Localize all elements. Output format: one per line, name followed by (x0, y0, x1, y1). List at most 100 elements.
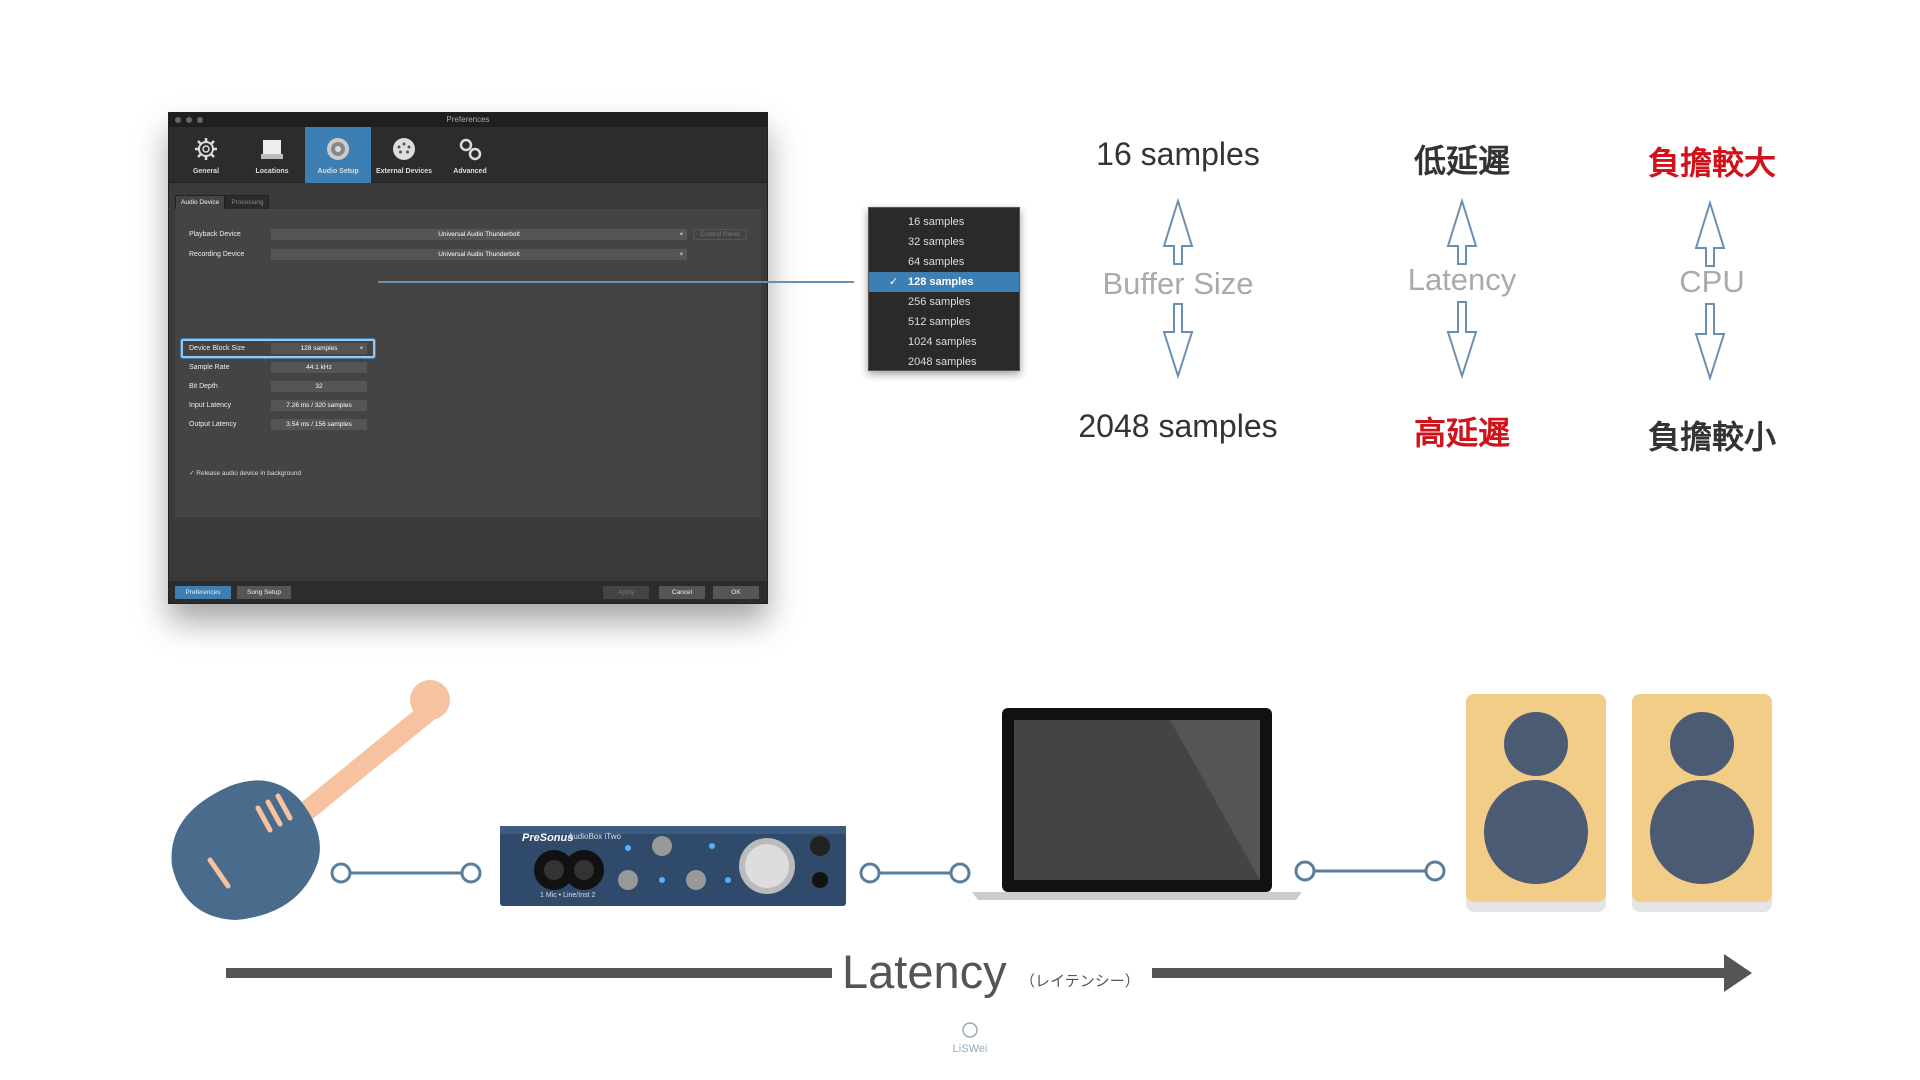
recording-row: Recording Device Universal Audio Thunder… (189, 249, 687, 260)
recording-label: Recording Device (189, 251, 245, 258)
output-latency-label: Output Latency (189, 421, 237, 428)
dropdown-item-selected[interactable]: ✓128 samples (869, 272, 1019, 292)
chevron-down-icon: ▾ (679, 231, 683, 238)
dropdown-item-label: 16 samples (908, 216, 965, 228)
laptop-icon (972, 708, 1302, 900)
dropdown-item[interactable]: 2048 samples (869, 352, 1019, 372)
midi-icon (393, 137, 415, 160)
cpu-low-label: 負擔較小 (1647, 419, 1776, 455)
bit-depth-label: Bit Depth (189, 383, 218, 390)
block-size-dropdown[interactable]: 16 samples 32 samples 64 samples ✓128 sa… (868, 207, 1020, 371)
gears-icon (459, 138, 482, 160)
bit-depth-field[interactable]: 32 (271, 381, 367, 392)
input-latency-label: Input Latency (189, 402, 232, 409)
gear-icon (195, 137, 217, 160)
window-controls[interactable] (175, 117, 203, 123)
preferences-button[interactable]: Preferences (175, 586, 231, 599)
speaker-left-icon (1466, 694, 1606, 912)
audio-device-panel: Playback Device Universal Audio Thunderb… (175, 209, 761, 517)
audio-interface-icon (500, 826, 846, 906)
tab-external-devices-label: External Devices (375, 167, 433, 175)
close-dot[interactable] (175, 117, 181, 123)
cpu-axis-label: CPU (1679, 264, 1745, 299)
release-device-checkbox[interactable]: ✓ Release audio device in background (189, 469, 301, 477)
sample-rate-row: Sample Rate 44.1 kHz (189, 362, 367, 373)
chevron-down-icon: ▾ (679, 251, 683, 258)
buffer-size-label: Buffer Size (1102, 266, 1254, 301)
dropdown-item-label: 2048 samples (908, 356, 977, 368)
window-titlebar: Preferences (169, 113, 767, 127)
preferences-window: Preferences General Locations Audio Setu… (168, 112, 768, 604)
guitar-icon (171, 680, 450, 920)
high-latency-label: 高延遲 (1413, 415, 1510, 451)
cable-connectors (330, 860, 1446, 884)
tab-locations-label: Locations (255, 167, 289, 175)
zoom-dot[interactable] (197, 117, 203, 123)
tab-locations[interactable]: Locations (239, 127, 305, 183)
cpu-high-label: 負擔較大 (1647, 145, 1776, 181)
latency-arrow (226, 954, 1752, 992)
sample-rate-field[interactable]: 44.1 kHz (271, 362, 367, 373)
dropdown-item[interactable]: 1024 samples (869, 332, 1019, 352)
block-size-select[interactable]: 128 samples ▾ (271, 343, 367, 354)
interface-model: AudioBox iTwo (568, 832, 621, 841)
logo-text: LiSWei (952, 1043, 988, 1055)
buffer-max-label: 2048 samples (1078, 408, 1278, 444)
dropdown-item-label: 64 samples (908, 256, 965, 268)
release-device-label: Release audio device in background (196, 470, 302, 477)
block-size-label: Device Block Size (189, 345, 246, 352)
interface-brand: PreSonus (522, 832, 574, 844)
block-size-value: 128 samples (300, 345, 338, 352)
ok-button[interactable]: OK (713, 586, 759, 599)
down-arrow-icon (1162, 303, 1194, 380)
down-arrow-icon (1694, 303, 1726, 382)
output-latency-row: Output Latency 3.54 ms / 156 samples (189, 419, 367, 430)
tab-general-label: General (192, 167, 220, 175)
dropdown-item[interactable]: 512 samples (869, 312, 1019, 332)
site-logo: LiSWei (948, 1020, 992, 1055)
buffer-arrows (1162, 197, 1194, 380)
sample-rate-label: Sample Rate (189, 364, 230, 371)
dropdown-item-label: 128 samples (908, 276, 974, 288)
playback-select[interactable]: Universal Audio Thunderbolt▾ (271, 229, 687, 240)
recording-select[interactable]: Universal Audio Thunderbolt▾ (271, 249, 687, 260)
up-arrow-icon (1446, 197, 1478, 265)
tab-audio-setup-label: Audio Setup (317, 167, 359, 175)
song-setup-button[interactable]: Song Setup (237, 586, 291, 599)
tab-external-devices[interactable]: External Devices (371, 127, 437, 183)
tab-audio-setup[interactable]: Audio Setup (305, 127, 371, 183)
input-latency-row: Input Latency 7.26 ms / 320 samples (189, 400, 367, 411)
preferences-toolbar: General Locations Audio Setup External D… (169, 127, 767, 183)
speaker-icon (327, 137, 349, 160)
control-panel-button[interactable]: Control Panel (693, 229, 747, 240)
playback-label: Playback Device (189, 231, 241, 238)
minimize-dot[interactable] (186, 117, 192, 123)
dropdown-item[interactable]: 32 samples (869, 232, 1019, 252)
window-bottom-bar: Preferences Song Setup Apply Cancel OK (169, 581, 767, 603)
latency-arrows (1446, 197, 1478, 380)
playback-row: Playback Device Universal Audio Thunderb… (189, 229, 687, 240)
apply-button[interactable]: Apply (603, 586, 649, 599)
latency-subtitle: （レイテンシー） (1020, 973, 1140, 990)
cancel-button[interactable]: Cancel (659, 586, 705, 599)
latency-title: Latency (842, 945, 1007, 998)
highlight-box (181, 339, 375, 358)
subtab-bar: Audio Device Processing (175, 195, 270, 210)
bit-depth-row: Bit Depth 32 (189, 381, 367, 392)
output-latency-value: 3.54 ms / 156 samples (271, 419, 367, 430)
dropdown-item[interactable]: 256 samples (869, 292, 1019, 312)
low-latency-label: 低延遲 (1413, 143, 1510, 179)
tab-general[interactable]: General (173, 127, 239, 183)
chevron-down-icon: ▾ (359, 345, 363, 352)
dropdown-item-label: 512 samples (908, 316, 971, 328)
dropdown-item[interactable]: 64 samples (869, 252, 1019, 272)
tab-advanced[interactable]: Advanced (437, 127, 503, 183)
speaker-right-icon (1632, 694, 1772, 912)
dropdown-item[interactable]: 16 samples (869, 212, 1019, 232)
drive-icon (261, 139, 283, 159)
dropdown-item-label: 32 samples (908, 236, 965, 248)
dropdown-item-label: 256 samples (908, 296, 971, 308)
